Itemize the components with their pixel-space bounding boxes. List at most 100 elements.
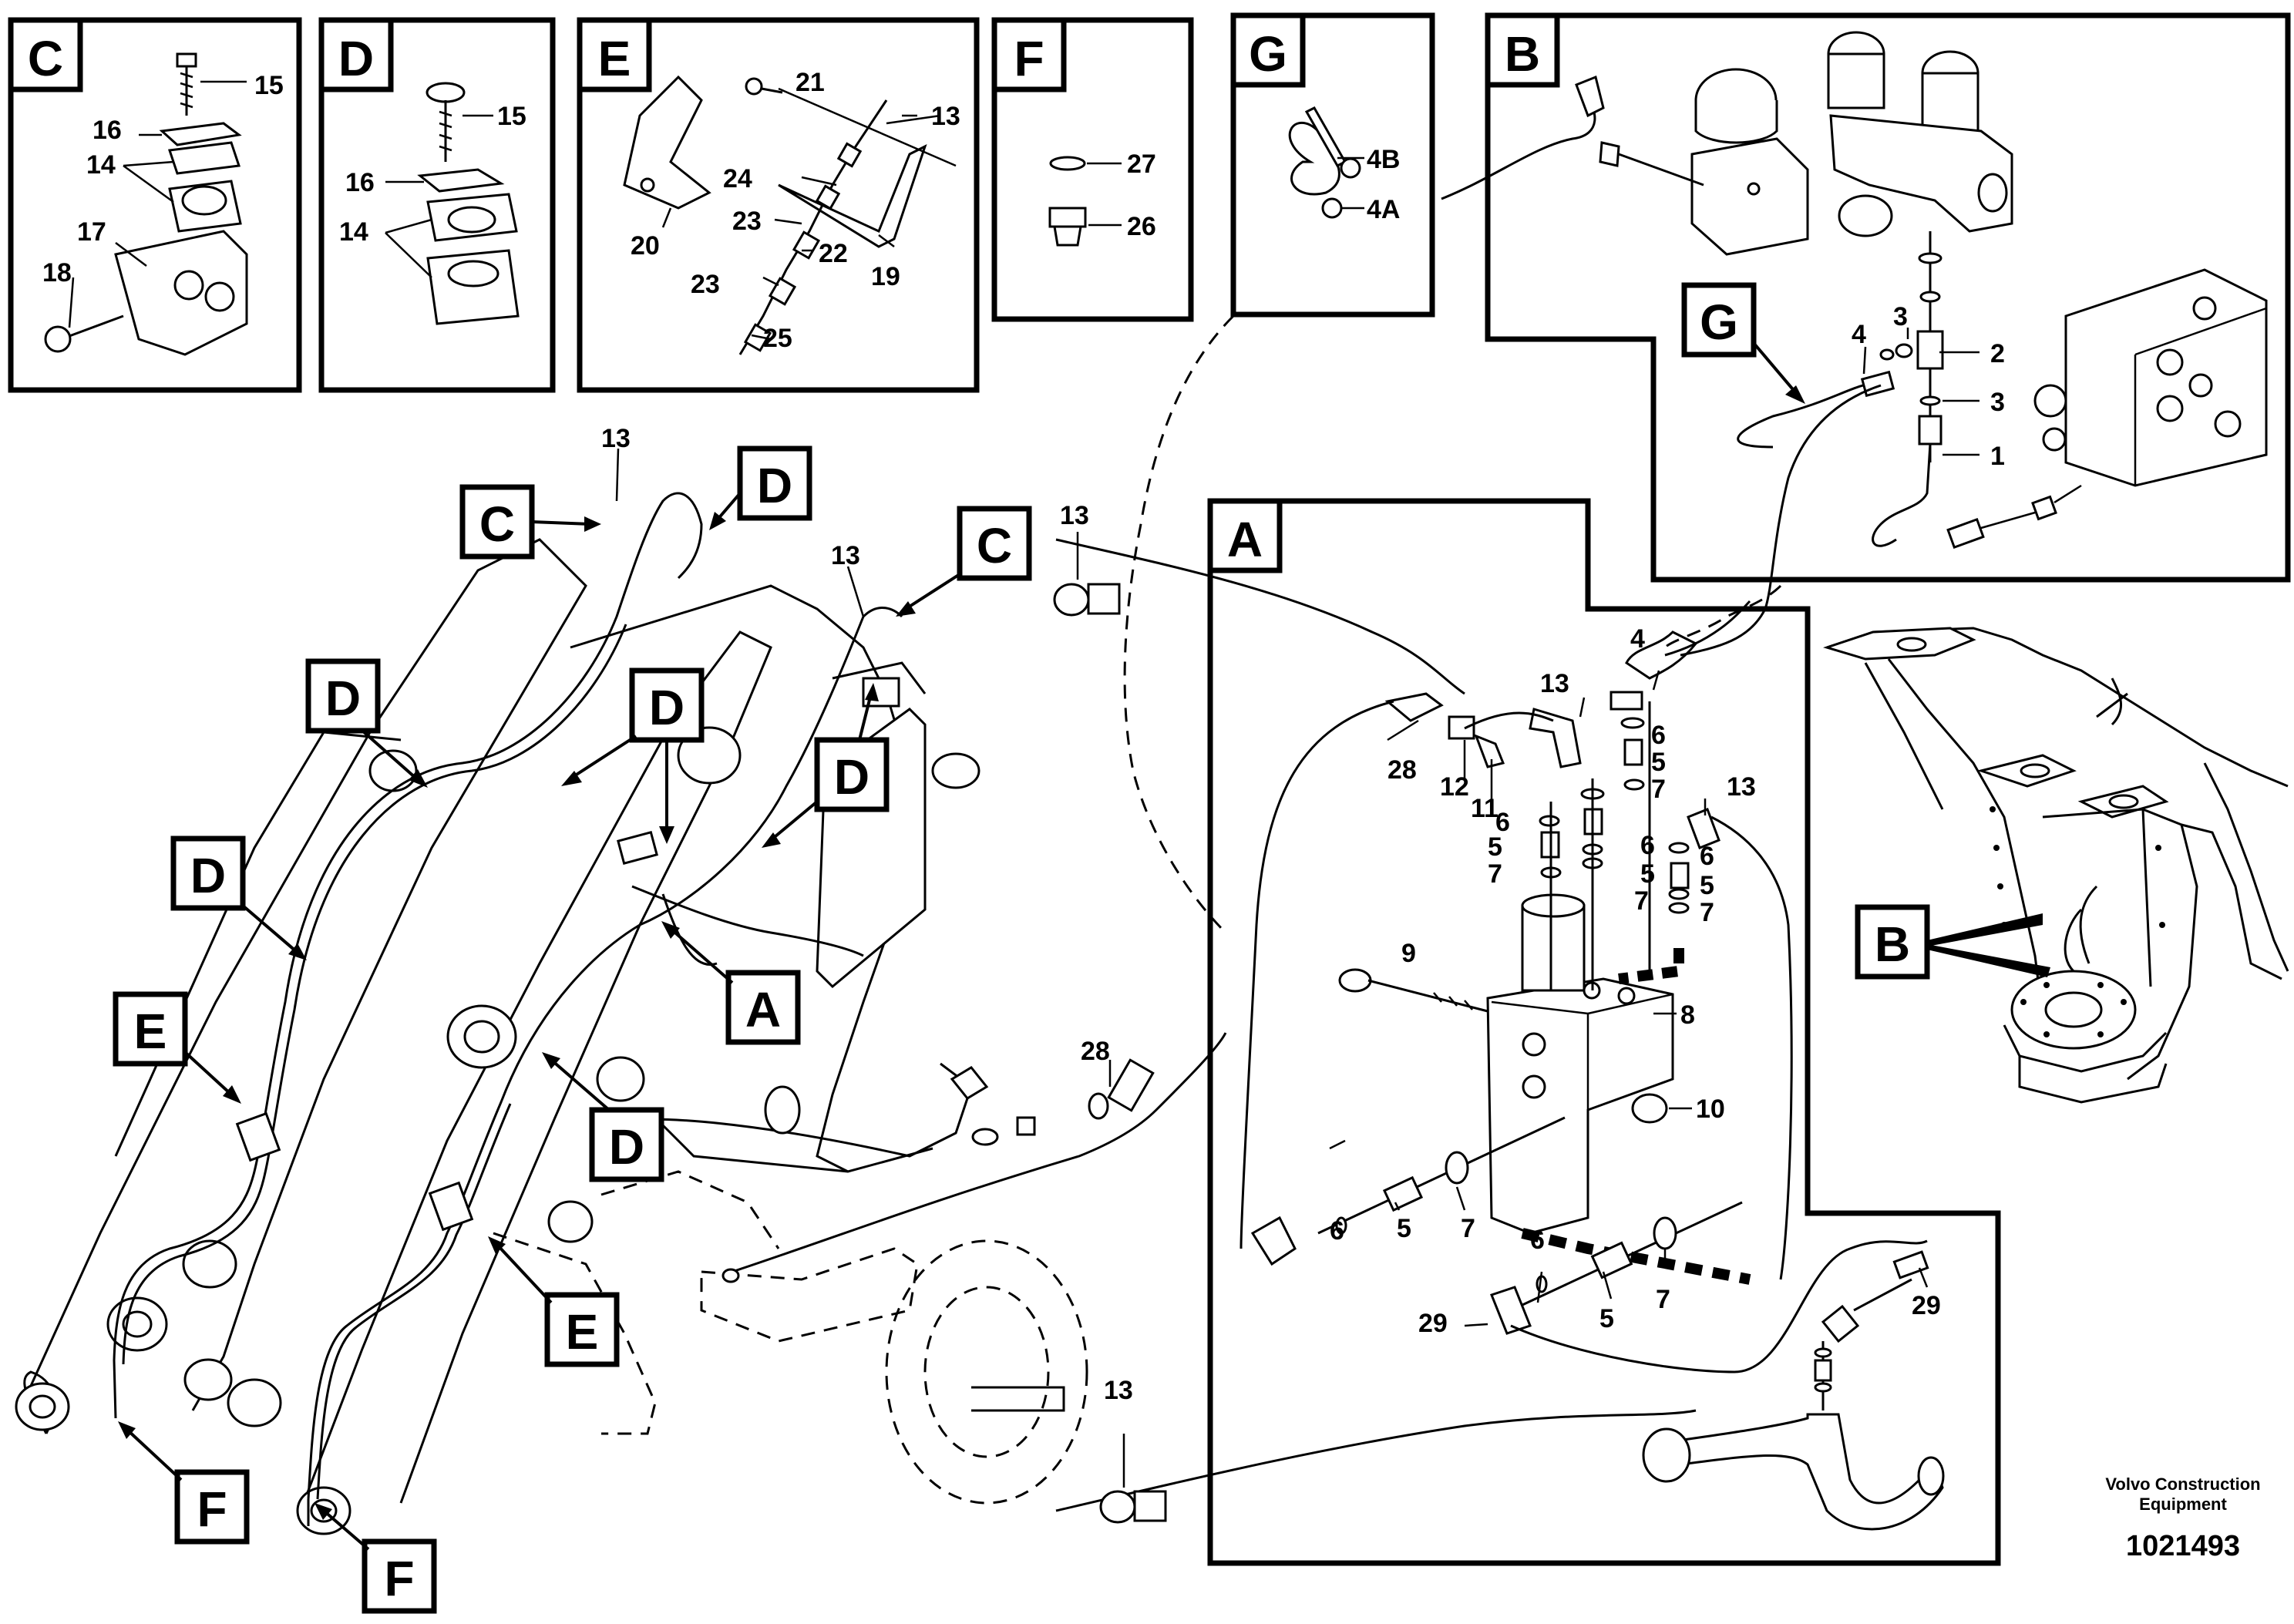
part-number-28-main: 28 [1081, 1037, 1110, 1066]
part-number-6-a2: 6 [1495, 808, 1510, 837]
detail-label-g: G [1249, 26, 1287, 82]
part-number-16-d: 16 [345, 168, 375, 197]
part-number-2: 2 [1990, 339, 2005, 368]
brand-line-1: Volvo Construction [2105, 1474, 2260, 1494]
part-number-7-a5: 7 [1461, 1214, 1475, 1243]
part-number-7-a1: 7 [1651, 775, 1666, 804]
part-number-13-top-hose: 13 [1060, 501, 1089, 530]
part-number-15-d: 15 [497, 102, 526, 131]
part-number-7-a4: 7 [1700, 898, 1714, 927]
part-number-6-a5: 6 [1330, 1216, 1344, 1246]
part-number-26: 26 [1127, 212, 1156, 241]
part-number-11: 11 [1471, 794, 1498, 823]
callout-b-main: B [1855, 904, 2050, 980]
detail-frame-c: C [8, 17, 302, 393]
detail-frame-e: E [577, 17, 980, 393]
callout-d-1: D [709, 446, 812, 530]
callout-d-2-label: D [325, 671, 361, 726]
detail-frame-g: G [1230, 12, 1435, 318]
part-number-21: 21 [796, 68, 825, 97]
part-number-9: 9 [1401, 939, 1416, 968]
front-frame-view [1823, 627, 2289, 1104]
part-number-13-a-right: 13 [1727, 772, 1756, 802]
part-number-16: 16 [92, 116, 122, 145]
part-number-4-a: 4 [1630, 624, 1645, 654]
callout-g: G [1700, 294, 1738, 350]
part-number-6-a4: 6 [1700, 842, 1714, 871]
callout-f-2-label: F [384, 1551, 414, 1606]
part-number-13-main-top: 13 [601, 424, 631, 453]
part-number-3-top: 3 [1893, 302, 1908, 331]
callout-e-2-label: E [566, 1304, 599, 1360]
callout-c-2-label: C [977, 518, 1012, 573]
part-number-6-a1: 6 [1651, 721, 1666, 750]
callout-d-4-label: D [834, 749, 870, 805]
detail-label-a: A [1227, 512, 1263, 567]
part-number-29-left: 29 [1418, 1309, 1448, 1338]
detail-frame-a: A [1207, 498, 2001, 1566]
part-number-27: 27 [1127, 150, 1156, 179]
part-number-12: 12 [1440, 772, 1469, 802]
callout-e-2: E [488, 1236, 620, 1367]
detail-label-e: E [598, 31, 631, 86]
callout-f-2: F [314, 1503, 437, 1614]
part-number-7-a6: 7 [1656, 1285, 1670, 1314]
part-number-15: 15 [254, 71, 284, 100]
part-number-23-top: 23 [732, 207, 762, 236]
part-number-7-a3: 7 [1634, 886, 1649, 916]
callout-c-1: C [459, 484, 601, 560]
detail-frame-d: D [318, 17, 556, 393]
part-number-28-a: 28 [1388, 755, 1417, 785]
part-number-13-e: 13 [931, 102, 960, 131]
callout-d-5: D [170, 836, 307, 960]
part-number-17: 17 [77, 217, 106, 247]
part-number-5-a1: 5 [1651, 748, 1666, 777]
part-number-8: 8 [1680, 1000, 1695, 1030]
detail-label-f: F [1014, 31, 1044, 86]
callout-c-1-label: C [479, 496, 515, 552]
part-number-25: 25 [763, 324, 792, 353]
callout-d-3-label: D [649, 680, 684, 735]
part-number-6-a3: 6 [1640, 831, 1655, 860]
part-number-10: 10 [1696, 1094, 1725, 1124]
callout-e-1: E [113, 991, 241, 1104]
detail-frame-f: F [991, 17, 1194, 322]
part-number-24: 24 [723, 164, 752, 193]
callout-d-4: D [762, 683, 890, 848]
callout-c-2: C [896, 506, 1032, 617]
callout-b-main-label: B [1875, 916, 1910, 972]
detail-label-b: B [1505, 26, 1540, 82]
callout-a-main: A [661, 921, 801, 1045]
part-number-23-bottom: 23 [691, 270, 720, 299]
part-number-5-a4: 5 [1700, 871, 1714, 900]
part-number-4a: 4A [1367, 195, 1400, 224]
detail-frame-b: B [1485, 12, 2291, 583]
part-number-5-a3: 5 [1640, 859, 1655, 889]
part-number-29-right: 29 [1912, 1291, 1941, 1320]
callout-f-1: F [118, 1421, 250, 1545]
part-number-18: 18 [42, 258, 72, 287]
callout-d-6: D [542, 1052, 664, 1182]
part-number-7-a2: 7 [1488, 859, 1502, 889]
part-number-3-bottom: 3 [1990, 388, 2005, 417]
part-number-6-a6: 6 [1530, 1226, 1545, 1255]
callout-d-5-label: D [190, 848, 226, 903]
part-number-1: 1 [1990, 442, 2005, 471]
part-number-5-a6: 5 [1599, 1304, 1614, 1333]
part-number-13-bottom-hose: 13 [1104, 1376, 1133, 1405]
callout-d-6-label: D [609, 1119, 644, 1175]
part-number-4b: 4B [1367, 145, 1400, 174]
callout-d-1-label: D [757, 458, 792, 513]
part-number-22: 22 [819, 239, 848, 268]
part-number-5-a5: 5 [1397, 1214, 1411, 1243]
part-number-14-d: 14 [339, 217, 368, 247]
callout-g-box [1681, 282, 1757, 358]
part-number-20: 20 [631, 231, 660, 261]
detail-label-d: D [338, 31, 374, 86]
part-number-13-main-mid: 13 [831, 541, 860, 570]
part-number-4-b: 4 [1852, 320, 1866, 349]
part-number-5-a2: 5 [1488, 832, 1502, 862]
callout-a-main-label: A [745, 982, 781, 1037]
